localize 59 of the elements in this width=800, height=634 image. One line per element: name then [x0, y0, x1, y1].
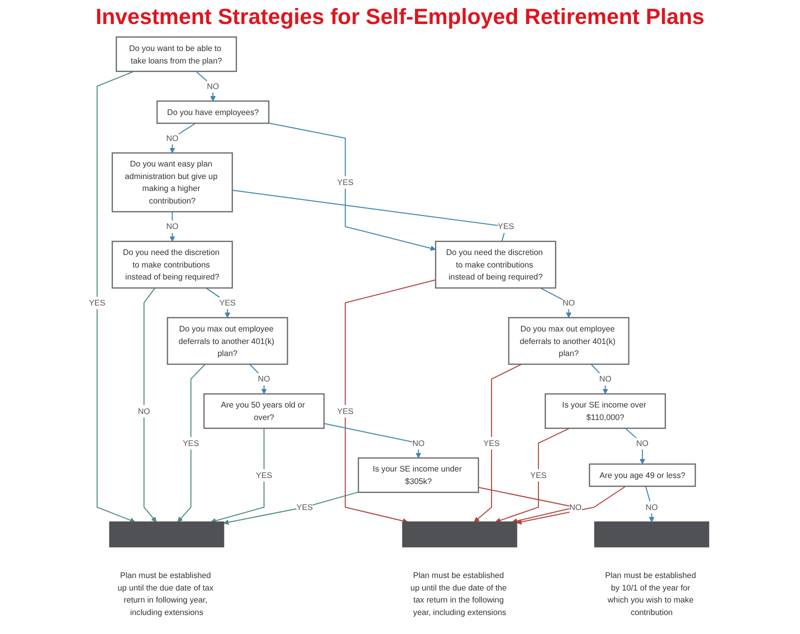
arrow — [210, 428, 264, 524]
edge-label: NO — [636, 437, 648, 450]
arrow — [177, 364, 206, 522]
node-box — [402, 521, 517, 548]
arrow — [169, 122, 196, 154]
arrow — [268, 122, 436, 251]
arrow — [143, 287, 156, 522]
node-box: Do you want easy plan administration but give up making a higher contribution? — [111, 152, 233, 212]
edge-label: NO — [645, 501, 658, 514]
edge-label: YES — [88, 296, 105, 309]
node-box: Are you age 49 or less? — [588, 463, 696, 487]
arrow — [516, 486, 626, 525]
arrow — [590, 364, 608, 394]
node-label: Plan must be established up until the due date of tax return in following year, including extensions — [117, 570, 214, 616]
arrow — [474, 364, 522, 522]
edge-label: YES — [497, 220, 514, 233]
edge-label: YES — [218, 296, 236, 309]
edge-label: YES — [336, 405, 354, 418]
edge-label: NO — [166, 220, 178, 233]
edge-label: NO — [412, 437, 424, 450]
node-box: Is your SE income under $305k? — [357, 457, 479, 493]
node-box: Do you need the discretion to make contributions instead of being required? — [434, 240, 556, 289]
edge-label: YES — [483, 437, 500, 450]
node-box: Do you want to be able to take loans from the plan? — [115, 36, 237, 72]
node-box: Do you max out employee deferrals to another 401(k) plan? — [508, 317, 630, 365]
arrow — [195, 70, 216, 102]
arrow — [323, 423, 421, 458]
arrow — [624, 428, 645, 464]
edge-label: YES — [296, 501, 312, 514]
node-box: Are you 50 years old or over? — [203, 393, 324, 429]
node-box: Is your SE income over $110,000? — [544, 393, 666, 429]
edge-label: YES — [256, 469, 272, 482]
edge-label: NO — [562, 296, 574, 309]
edge-label: NO — [138, 405, 150, 418]
arrow — [539, 287, 572, 318]
arrow — [344, 279, 436, 524]
node-label: Plan must be established up until the due date of the tax return in the following year, including extensions — [410, 570, 506, 616]
node-box — [108, 521, 224, 548]
node-box: Do you need the discretion to make contributions instead of being required? — [111, 240, 233, 289]
node-box: Do you have employees? — [156, 100, 270, 124]
node-box — [594, 521, 709, 548]
edge-label: YES — [336, 176, 354, 188]
edge-label: NO — [166, 132, 178, 144]
edge-label: NO — [569, 501, 582, 514]
edge-label: NO — [206, 80, 219, 92]
edge-label: NO — [258, 372, 270, 386]
connector-line — [231, 190, 506, 242]
node-box: Do you max out employee deferrals to another 401(k) plan? — [166, 317, 288, 365]
arrow — [248, 364, 266, 394]
title: Investment Strategies for Self-Employed Retirement Plans — [96, 4, 704, 30]
edge-label: YES — [182, 437, 199, 450]
arrow — [169, 211, 175, 242]
edge-label: YES — [530, 469, 546, 482]
arrow — [222, 492, 359, 525]
arrow — [494, 428, 570, 524]
edge-label: NO — [598, 372, 612, 386]
arrow — [96, 70, 135, 523]
arrow — [644, 486, 654, 522]
node-label: Plan must be established by 10/1 of the year for which you wish to make contribution — [604, 570, 696, 616]
